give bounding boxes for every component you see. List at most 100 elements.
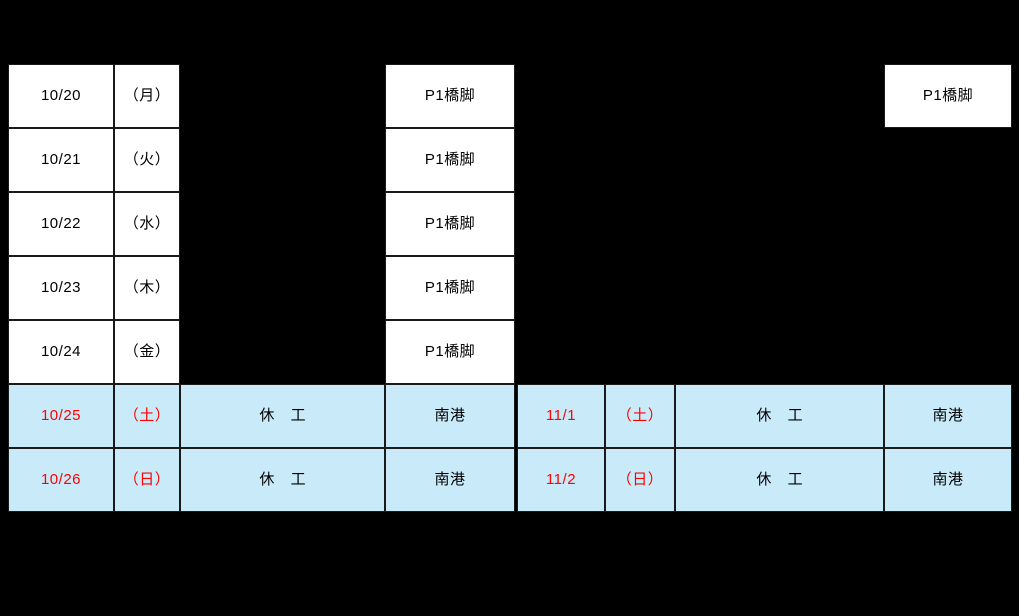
work-cell-text: 休 工 [756,406,809,424]
weekday-cell-text: （日） [123,470,171,488]
schedule-row: 11/2 （日） 休 工 南港 [517,448,1012,512]
work-cell [675,64,884,128]
work-cell [675,256,884,320]
weekday-cell-text: （土） [123,406,171,424]
date-cell [517,128,605,192]
date-cell-text: 10/25 [40,406,82,424]
location-cell[interactable]: P1橋脚 [884,64,1012,128]
weekday-cell-text: （火） [123,150,171,168]
schedule-row: 10/20 （月） P1橋脚 [8,64,515,128]
work-cell [180,256,385,320]
location-cell[interactable]: P1橋脚 [385,128,515,192]
date-cell[interactable]: 10/23 [8,256,114,320]
work-cell [180,192,385,256]
weekday-cell [605,128,675,192]
schedule-row [517,192,1012,256]
date-cell [517,192,605,256]
weekday-cell[interactable]: （日） [114,448,180,512]
weekday-cell[interactable]: （土） [114,384,180,448]
date-cell-text: 10/26 [40,470,82,488]
work-cell [675,128,884,192]
location-cell-text: P1橋脚 [424,214,476,232]
date-cell [517,256,605,320]
weekday-cell-text: （月） [123,86,171,104]
weekday-cell[interactable]: （土） [605,384,675,448]
location-cell-text: 南港 [434,406,466,424]
schedule-row: 10/25 （土） 休 工 南港 [8,384,515,448]
weekday-cell[interactable]: （金） [114,320,180,384]
schedule-row: 11/1 （土） 休 工 南港 [517,384,1012,448]
location-cell[interactable]: 南港 [385,384,515,448]
weekday-cell-text: （日） [616,470,664,488]
location-cell[interactable]: P1橋脚 [385,64,515,128]
weekday-cell[interactable]: （水） [114,192,180,256]
weekday-cell [605,320,675,384]
location-cell[interactable]: 南港 [884,448,1012,512]
work-cell[interactable]: 休 工 [675,448,884,512]
weekday-cell[interactable]: （月） [114,64,180,128]
location-cell[interactable]: 南港 [884,384,1012,448]
weekday-cell-text: （土） [616,406,664,424]
location-cell[interactable]: P1橋脚 [385,320,515,384]
date-cell [517,64,605,128]
work-cell [675,320,884,384]
schedule-row: 10/21 （火） P1橋脚 [8,128,515,192]
weekday-cell[interactable]: （日） [605,448,675,512]
location-cell-text: P1橋脚 [424,278,476,296]
schedule-row: 10/23 （木） P1橋脚 [8,256,515,320]
weekday-cell [605,256,675,320]
date-cell[interactable]: 10/21 [8,128,114,192]
location-cell[interactable]: 南港 [385,448,515,512]
work-cell [180,128,385,192]
work-cell[interactable]: 休 工 [180,448,385,512]
location-cell [884,256,1012,320]
date-cell[interactable]: 10/26 [8,448,114,512]
date-cell-text: 10/24 [40,342,82,360]
work-cell-text: 休 工 [259,470,312,488]
work-cell-text: 休 工 [259,406,312,424]
location-cell-text: P1橋脚 [424,86,476,104]
location-cell-text: 南港 [434,470,466,488]
date-cell-text: 10/21 [40,150,82,168]
date-cell-text: 11/2 [545,470,577,488]
schedule-row [517,256,1012,320]
location-cell [884,320,1012,384]
work-cell-text: 休 工 [756,470,809,488]
schedule-row: P1橋脚 [517,64,1012,128]
date-cell-text: 10/22 [40,214,82,232]
location-cell [884,128,1012,192]
date-cell[interactable]: 11/1 [517,384,605,448]
date-cell[interactable]: 10/20 [8,64,114,128]
schedule-row: 10/24 （金） P1橋脚 [8,320,515,384]
date-cell-text: 10/23 [40,278,82,296]
date-cell-text: 11/1 [545,406,577,424]
work-cell[interactable]: 休 工 [180,384,385,448]
location-cell-text: P1橋脚 [424,342,476,360]
weekday-cell[interactable]: （火） [114,128,180,192]
date-cell[interactable]: 10/22 [8,192,114,256]
date-cell [517,320,605,384]
schedule-row: 10/22 （水） P1橋脚 [8,192,515,256]
work-cell [180,320,385,384]
date-cell[interactable]: 11/2 [517,448,605,512]
date-cell-text: 10/20 [40,86,82,104]
weekday-cell [605,192,675,256]
location-cell-text: 南港 [932,406,964,424]
location-cell [884,192,1012,256]
location-cell-text: P1橋脚 [922,86,974,104]
weekday-cell-text: （金） [123,342,171,360]
weekday-cell[interactable]: （木） [114,256,180,320]
location-cell-text: P1橋脚 [424,150,476,168]
date-cell[interactable]: 10/25 [8,384,114,448]
schedule-row [517,128,1012,192]
date-cell[interactable]: 10/24 [8,320,114,384]
location-cell[interactable]: P1橋脚 [385,256,515,320]
work-cell[interactable]: 休 工 [675,384,884,448]
location-cell[interactable]: P1橋脚 [385,192,515,256]
schedule-row: 10/26 （日） 休 工 南港 [8,448,515,512]
